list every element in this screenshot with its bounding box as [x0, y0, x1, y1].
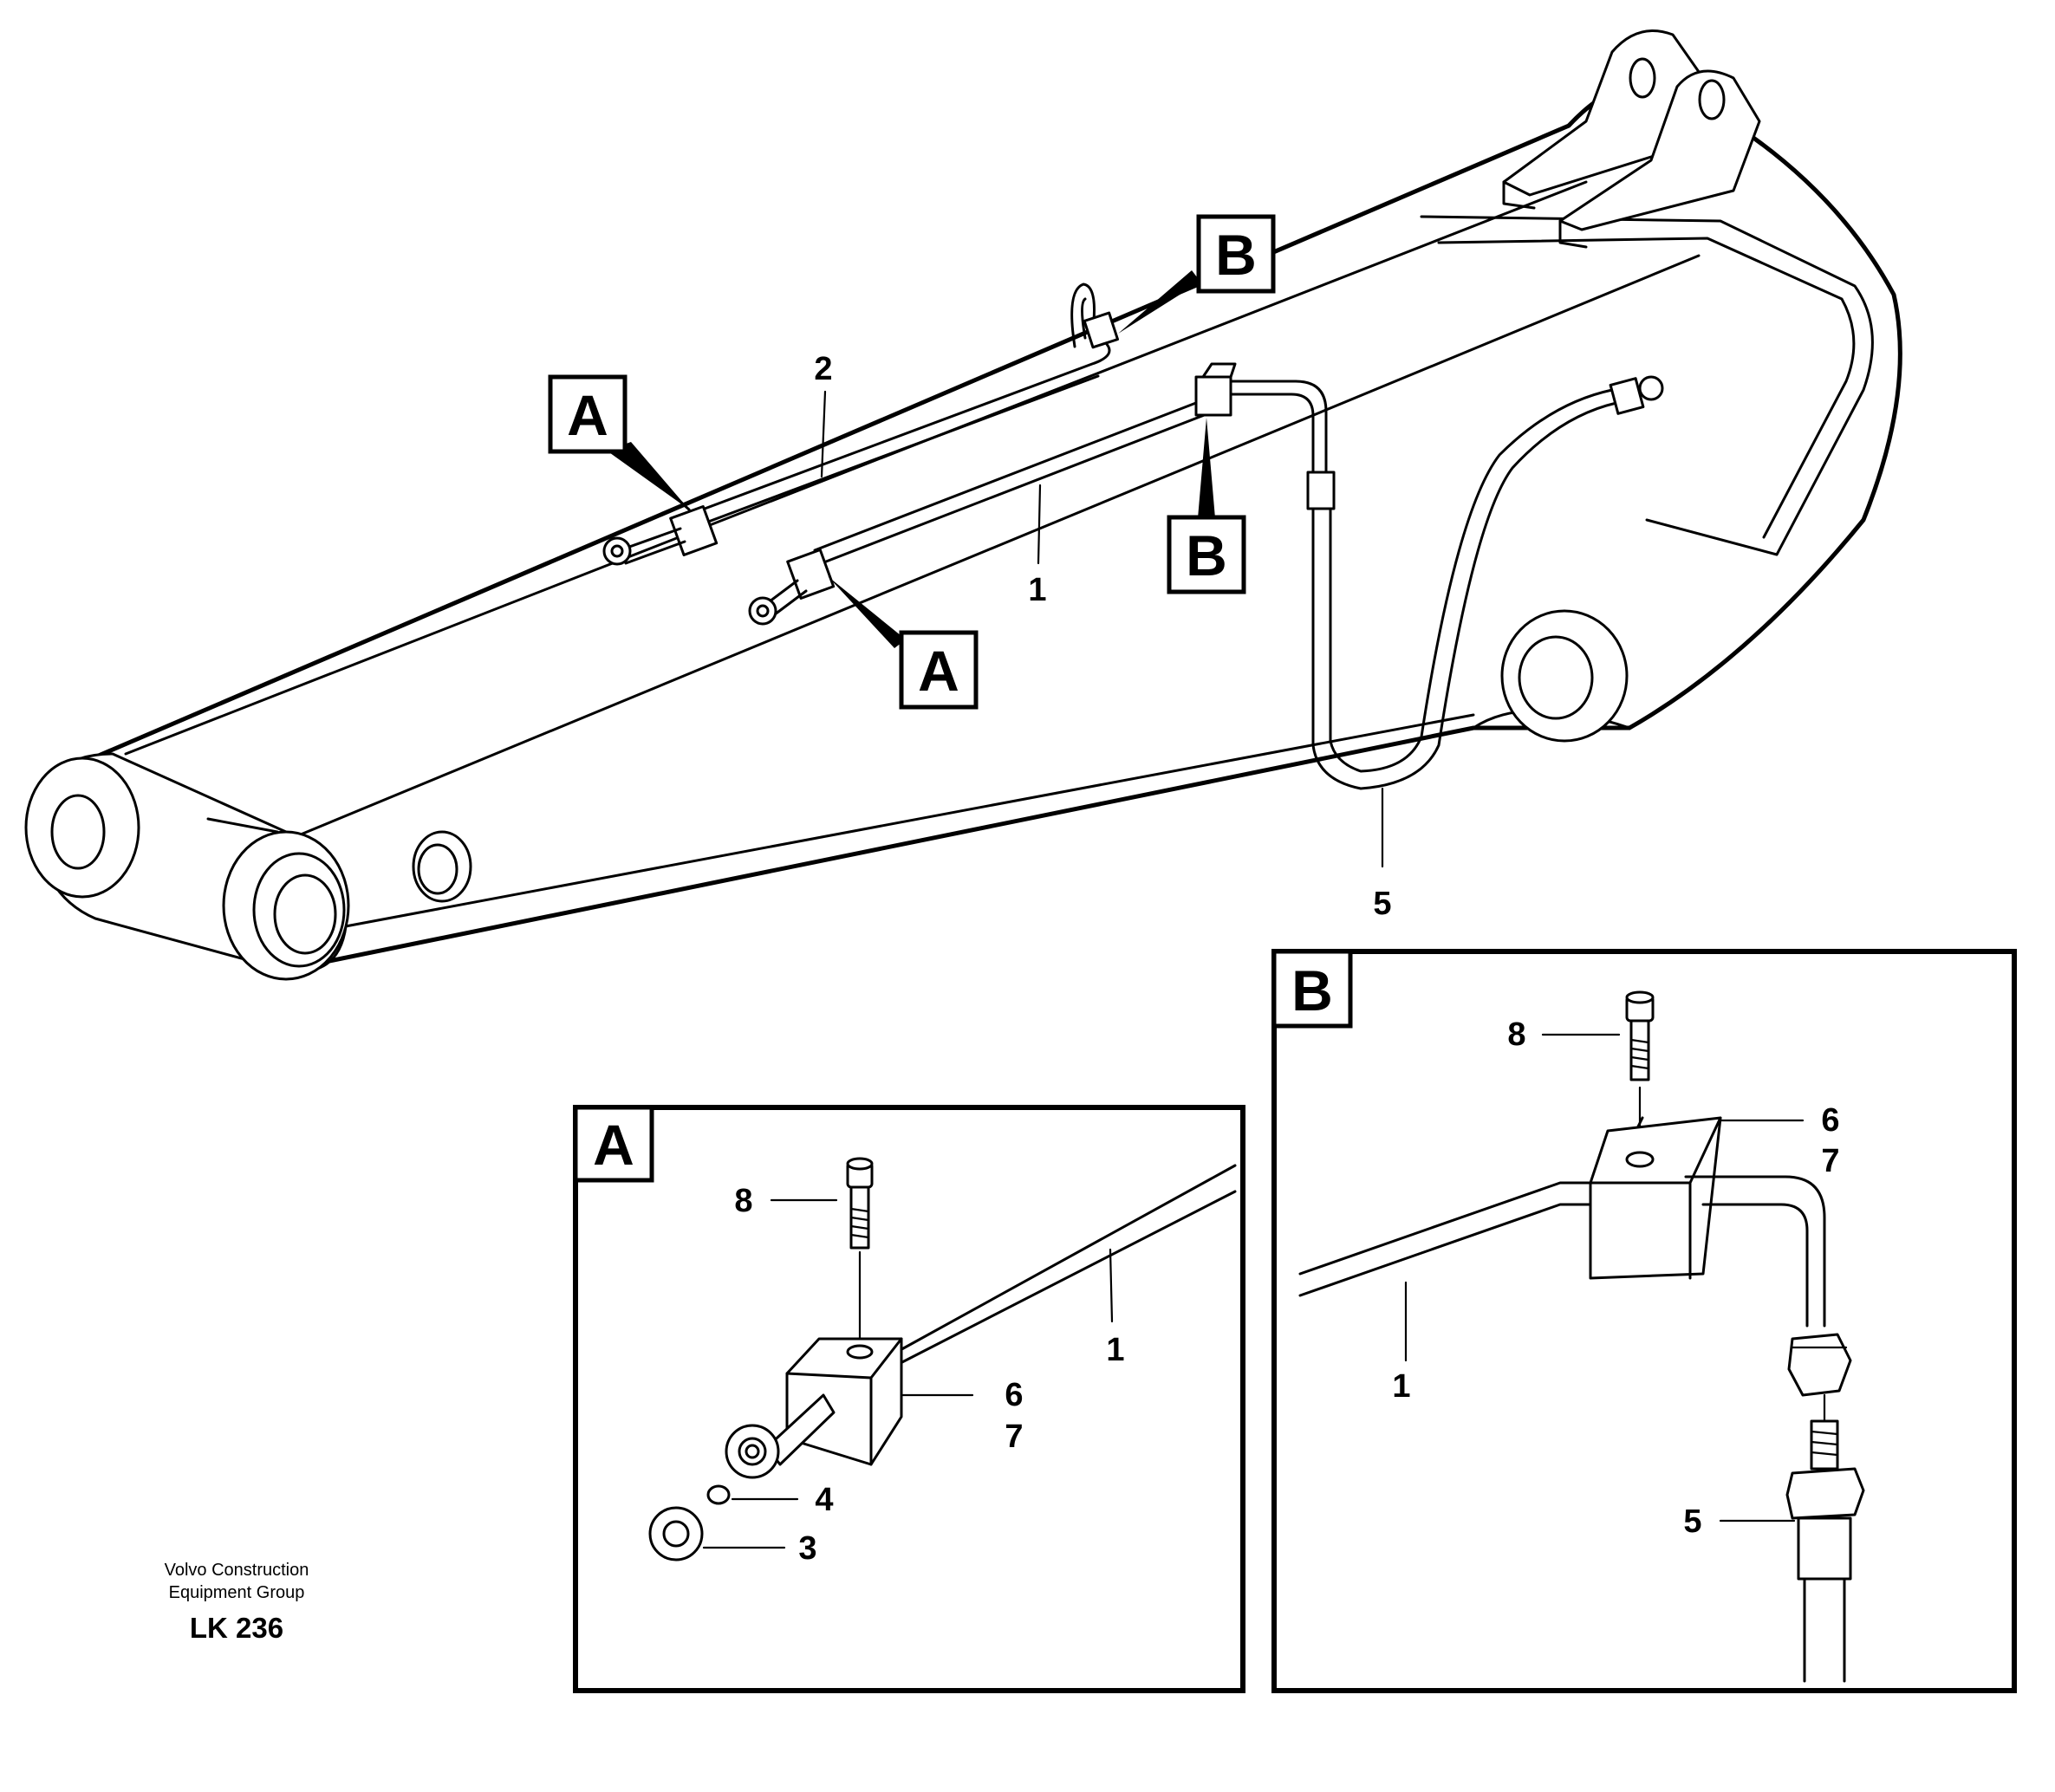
ref-a-lower-label: A	[918, 639, 959, 703]
company-line-2: Equipment Group	[169, 1583, 305, 1602]
excavator-boom	[24, 29, 1902, 981]
detail-a-panel: A	[573, 1105, 1245, 1693]
overview-callouts: 2 1 5	[814, 351, 1391, 922]
washer-icon	[706, 1484, 731, 1505]
screw-icon	[846, 1157, 874, 1341]
callout-5: 5	[1373, 886, 1391, 922]
detail-a-callout-1: 1	[1106, 1332, 1124, 1368]
ref-b-lower-label: B	[1186, 523, 1227, 588]
drawing-footer: Volvo Construction Equipment Group LK 23…	[165, 1561, 309, 1644]
ref-tag-a-lower: A	[828, 576, 979, 710]
ref-tag-b-upper: B	[1118, 214, 1276, 334]
detail-a-title: A	[593, 1113, 634, 1177]
nut-icon	[725, 1424, 780, 1479]
detail-b-callout-1: 1	[1392, 1368, 1410, 1405]
connector-a-top	[602, 504, 719, 566]
company-line-1: Volvo Construction	[165, 1561, 309, 1580]
ref-b-upper-label: B	[1215, 223, 1257, 287]
ref-a-upper-label: A	[567, 383, 608, 447]
callout-1: 1	[1028, 572, 1046, 608]
ref-tag-b-lower: B	[1167, 418, 1246, 594]
detail-b-title: B	[1291, 958, 1333, 1023]
drawing-code: LK 236	[190, 1612, 283, 1644]
hose-5	[1306, 375, 1664, 790]
detail-b-panel: B	[1271, 949, 2017, 1693]
detail-b-callout-5: 5	[1683, 1503, 1701, 1540]
detail-a-callout-3: 3	[798, 1530, 816, 1567]
nut-3-icon	[648, 1506, 704, 1562]
connector-a-bottom	[748, 548, 836, 626]
pipe-2	[696, 282, 1120, 525]
detail-a-callout-6: 6	[1005, 1377, 1023, 1413]
screw-b-icon	[1625, 990, 1655, 1128]
ref-tag-a-upper: A	[548, 374, 691, 511]
detail-b-callout-8: 8	[1507, 1016, 1525, 1053]
callout-2: 2	[814, 351, 832, 387]
detail-b-callout-6: 6	[1821, 1102, 1839, 1139]
detail-a-callout-4: 4	[815, 1482, 833, 1518]
nut-b-icon	[1787, 1333, 1852, 1397]
detail-a-callout-7: 7	[1005, 1419, 1023, 1455]
detail-b-callout-7: 7	[1821, 1143, 1839, 1179]
detail-a-callout-8: 8	[734, 1183, 752, 1219]
pipe-1	[813, 362, 1328, 565]
